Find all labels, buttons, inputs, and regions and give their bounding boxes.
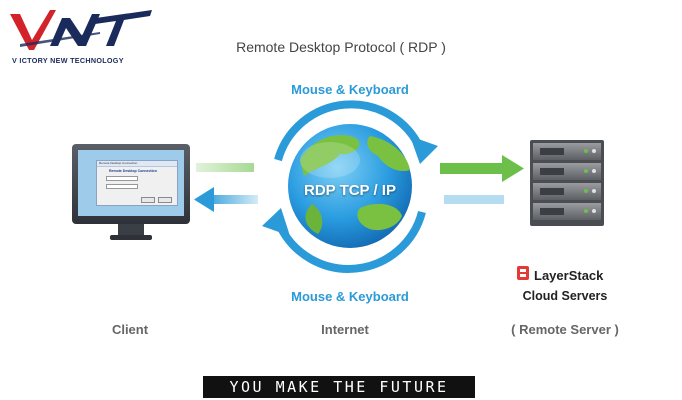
client-label: Client <box>111 322 149 337</box>
server-blue-bar <box>444 195 504 204</box>
layerstack-brand: LayerStack <box>534 268 604 283</box>
server-label: ( Remote Server ) <box>511 322 619 337</box>
vnt-logo <box>10 10 152 50</box>
circular-arrows-icon <box>274 100 426 273</box>
dialog-user-row <box>103 184 177 189</box>
blue-arrow-to-client <box>194 187 258 212</box>
internet-label: Internet <box>321 322 369 337</box>
bottom-arrow-label: Mouse & Keyboard <box>291 289 409 304</box>
globe-label: RDP TCP / IP <box>304 182 396 199</box>
dialog-computer-field <box>106 176 138 181</box>
dialog-help-button <box>158 197 172 203</box>
rdp-dialog-window: Remote Desktop Connection Remote Desktop… <box>96 160 178 206</box>
dialog-heading: Remote Desktop Connection <box>109 169 157 173</box>
dialog-titlebar: Remote Desktop Connection <box>97 161 177 167</box>
logo-tagline: V ICTORY NEW TECHNOLOGY <box>12 56 124 65</box>
dialog-user-field <box>106 184 138 189</box>
globe-icon <box>288 124 412 248</box>
top-arrow-label: Mouse & Keyboard <box>291 82 409 97</box>
slogan-banner: YOU MAKE THE FUTURE <box>203 376 475 398</box>
green-arrow-to-server <box>440 155 524 182</box>
diagram-title: Remote Desktop Protocol ( RDP ) <box>236 39 446 55</box>
dialog-connect-button <box>141 197 155 203</box>
client-green-bar <box>196 163 254 172</box>
layerstack-logo-icon <box>517 266 529 280</box>
server-rack-icon <box>530 140 604 226</box>
dialog-computer-row <box>103 176 177 181</box>
layerstack-subtitle: Cloud Servers <box>522 289 608 303</box>
